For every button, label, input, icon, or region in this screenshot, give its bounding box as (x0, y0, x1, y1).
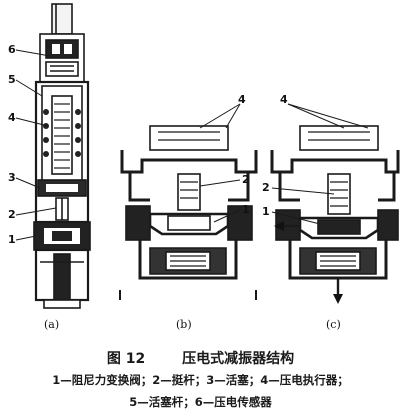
figure-caption: 图 12 压电式减振器结构 (0, 348, 401, 368)
callout-c-2: 2 (262, 181, 270, 194)
callout-b-1: 1 (242, 203, 250, 216)
sublabel-a: (a) (44, 318, 60, 331)
callout-b-2: 2 (242, 173, 250, 186)
callout-a-6: 6 (8, 43, 16, 56)
assembly-b (119, 103, 258, 300)
figure-title: 压电式减振器结构 (182, 351, 295, 367)
callout-a-1: 1 (8, 233, 16, 246)
callout-a-3: 3 (8, 171, 16, 184)
sublabel-b: (b) (176, 318, 192, 331)
callout-c-4: 4 (280, 93, 288, 106)
assembly-c (270, 103, 400, 304)
legend-line-1: 1—阻尼力变换阀；2—挺杆；3—活塞；4—压电执行器； (52, 373, 349, 387)
callout-b-4: 4 (238, 93, 246, 106)
assembly-a (15, 3, 91, 309)
figure-number: 图 12 (106, 351, 146, 367)
callout-a-4: 4 (8, 111, 16, 124)
legend-line-2: 5—活塞杆；6—压电传感器 (129, 395, 272, 409)
callout-c-1: 1 (262, 205, 270, 218)
callout-a-5: 5 (8, 73, 16, 86)
callout-a-2: 2 (8, 208, 16, 221)
sublabel-c: (c) (326, 318, 341, 331)
